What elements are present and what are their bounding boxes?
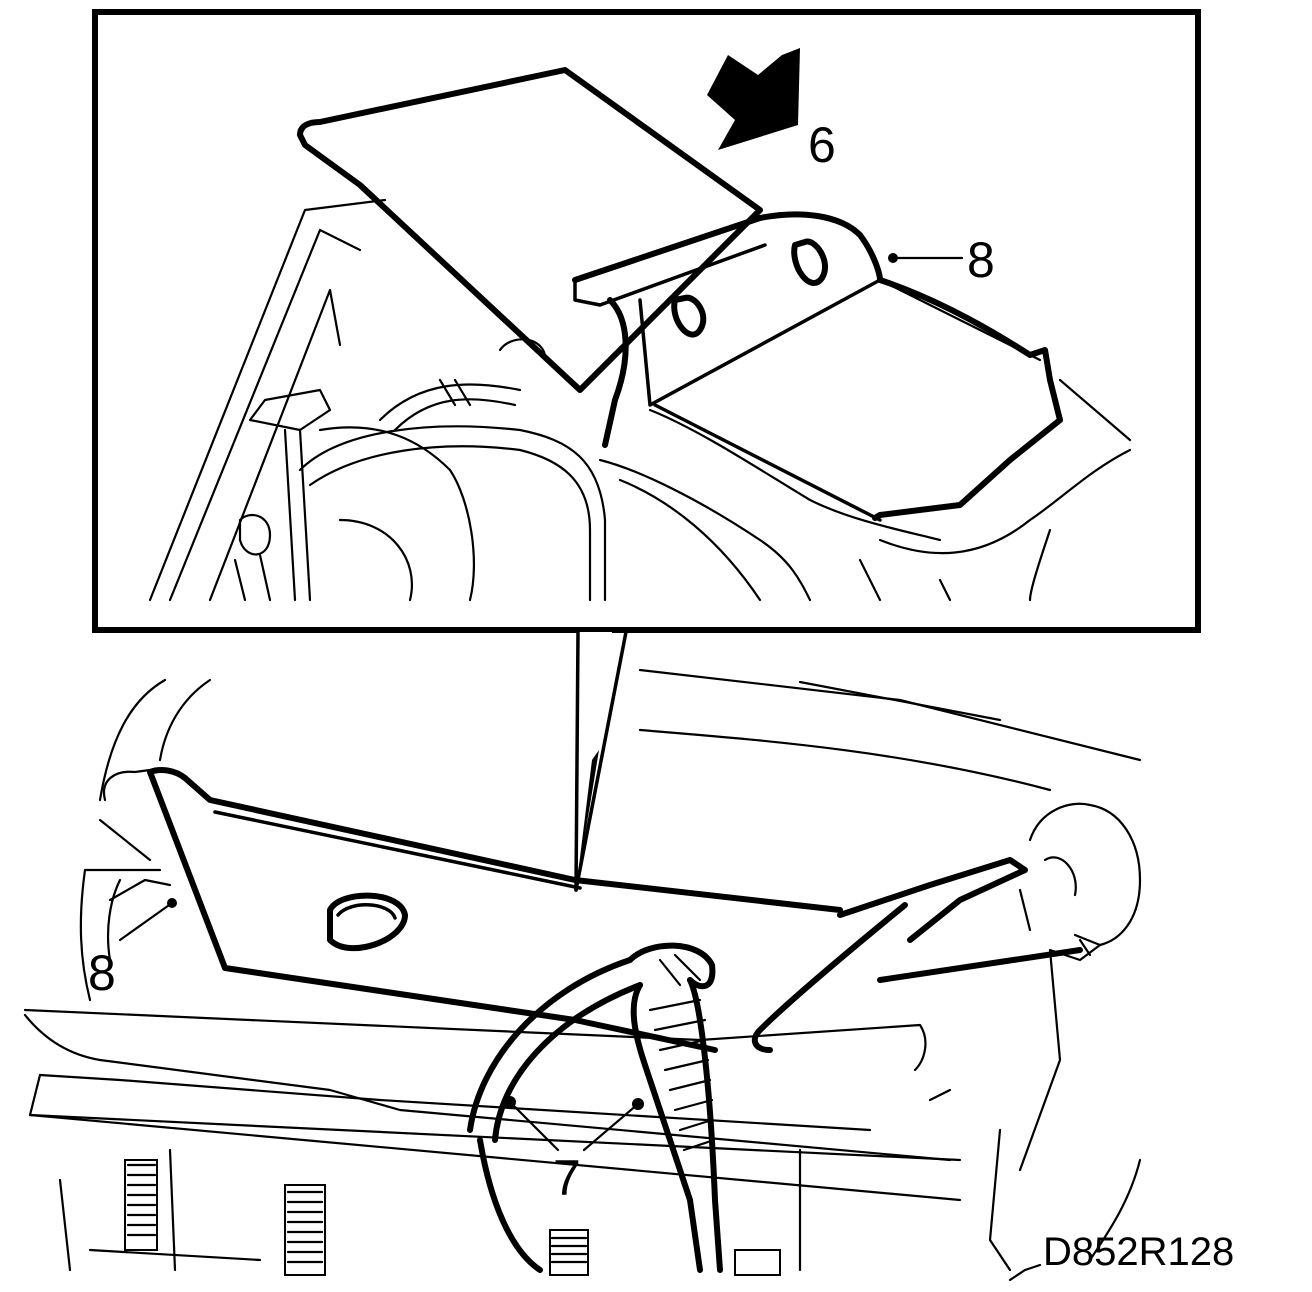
inset-left-pillar [148,198,387,602]
inset-leader-8 [888,253,964,263]
main-sill [23,1008,962,1272]
inset-cables [298,338,607,602]
inset-bracket [572,211,883,448]
callout-8-bottom: 8 [88,945,116,1001]
figure-code: D852R128 [1043,1230,1234,1274]
callout-8-top: 8 [967,232,995,288]
main-background-lines [79,668,1142,1002]
detail-inset [92,9,1201,633]
callout-6: 6 [808,117,836,173]
main-right-cable [751,857,1092,1053]
inset-right-panel [653,277,1063,522]
main-leader-7 [504,1096,644,1152]
inset-flap [297,67,763,393]
figure-code-leader [1008,1263,1042,1282]
inset-frame [92,9,1201,633]
inset-direction-arrow [707,48,800,150]
main-lower-left [58,1148,781,1276]
main-harness [467,942,723,1273]
zoom-pointer [574,630,628,892]
inset-lower-structure [598,378,1132,602]
main-leader-8 [118,898,177,942]
callout-7: 7 [553,1150,581,1206]
main-bracket [147,767,843,1053]
main-view [23,668,1142,1282]
